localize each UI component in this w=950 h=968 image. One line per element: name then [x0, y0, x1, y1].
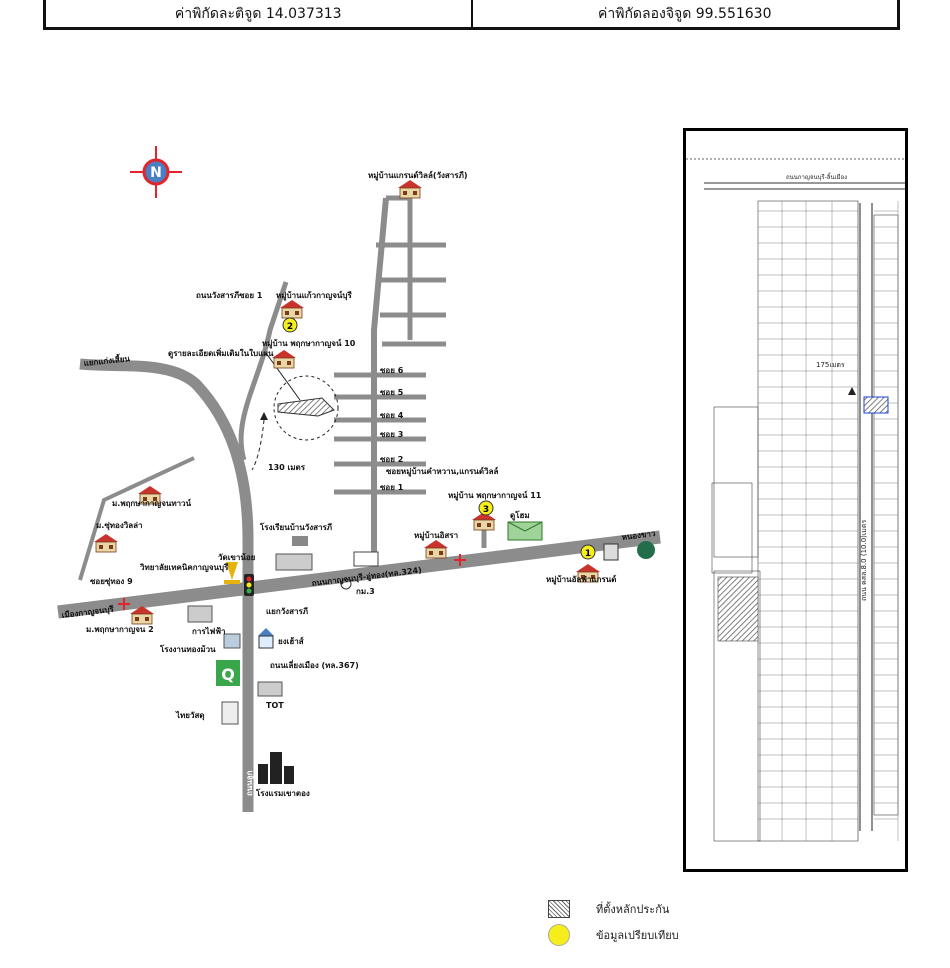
label-village-grand-ville: หมู่บ้านแกรนด์วิลล์(วังสารภี) — [368, 170, 468, 181]
label-factory-thongwon: โรงงานทองม้วน — [159, 644, 216, 654]
road-north-branch — [238, 281, 289, 461]
comparison-marker-3: 3 — [478, 500, 494, 516]
hatch-swatch-icon — [548, 900, 570, 918]
coordinates-table: ค่าพิกัดละติจูด 14.037313 ค่าพิกัดลองจิจ… — [43, 0, 900, 30]
label-soi-1: ซอย 1 — [380, 483, 404, 492]
map-legend: ที่ตั้งหลักประกัน ข้อมูลเปรียบเทียบ — [548, 896, 679, 948]
house-icon — [279, 299, 305, 319]
label-hotel-khaolong: โรงแรมเขาตอง — [255, 788, 310, 798]
subdivision-plan: ถนนกาญจนบุรี-ลิ้นเมือง ถนน คสล.8.0 (10.0… — [683, 128, 908, 872]
collateral-lot — [863, 396, 889, 414]
label-wat-khao-noi: วัดเขาน้อย — [218, 552, 256, 562]
house-icon — [93, 533, 119, 553]
label-village-kaew-kanchana: หมู่บ้านแก้วกาญจน์บุรี — [276, 290, 352, 301]
label-road-bypass: ถนนเลี่ยงเมือง (ทล.367) — [270, 659, 359, 670]
label-map-note: ดูรายละเอียดเพิ่มเติมในใบแผน — [168, 347, 274, 359]
label-village-isara: หมู่บ้านอิสรา — [414, 530, 458, 541]
label-village-pruksa-2: ม.พฤกษากาญจน 2 — [86, 625, 154, 635]
yong-house-icon — [258, 628, 274, 649]
label-thai-watsadu: ไทยวัสดุ — [175, 710, 205, 721]
label-village-pruksa-10: หมู่บ้าน พฤกษากาญจน์ 10 — [262, 338, 356, 349]
road-bypass-367 — [79, 358, 254, 812]
label-tot: TOT — [266, 701, 284, 710]
cross-marker-icon — [118, 554, 466, 610]
hatched-area — [717, 576, 759, 642]
label-yong-house: ยงเฮ้าส์ — [278, 636, 304, 646]
yellow-dot-icon — [548, 924, 570, 946]
roads — [57, 195, 661, 812]
label-village-sukhong: ม.ซุ่ทองวิลล่า — [96, 521, 143, 531]
label-village-pruksa-nirvana: ม.พฤกษากาญจนทาวน์ — [112, 498, 192, 509]
legend-comparison-label: ข้อมูลเปรียบเทียบ — [596, 929, 679, 942]
label-village-angel-grand: หมู่บ้านอัลฟ่าแกรนด์ — [546, 574, 616, 585]
dhuhome-icon — [507, 521, 543, 541]
thai-watsadu-icon — [221, 701, 239, 725]
plan-top-road-label: ถนนกาญจนบุรี-ลิ้นเมือง — [786, 171, 847, 181]
label-village-pruksa-11: หมู่บ้าน พฤกษากาญจน์ 11 — [448, 490, 542, 501]
latitude-cell: ค่าพิกัดละติจูด 14.037313 — [174, 5, 342, 22]
label-school-wangsarapee: โรงเรียนบ้านวังสารภี — [259, 522, 332, 532]
plan-distance-label: 175เมตร — [816, 361, 845, 369]
road-grandville-loop — [386, 195, 413, 340]
nong-khao-icon — [603, 541, 655, 561]
svg-text:Q: Q — [221, 665, 235, 684]
road-grandville — [371, 197, 389, 552]
label-intersection-wangsarapee: แยกวังสารภี — [266, 606, 308, 616]
legend-row-collateral: ที่ตั้งหลักประกัน — [548, 896, 679, 922]
svg-text:2: 2 — [287, 322, 293, 332]
compass-icon: N — [130, 146, 182, 198]
label-soi-4: ซอย 4 — [380, 411, 404, 420]
hotel-icon — [258, 752, 294, 784]
label-soi-sukhong-9: ซอยซุ่ทอง 9 — [90, 577, 133, 587]
label-km-marker: กม.3 — [356, 587, 375, 596]
label-soi-2: ซอย 2 — [380, 455, 403, 464]
road-sukhong — [78, 456, 195, 581]
comparison-marker-2: 2 — [282, 317, 298, 333]
house-icon — [397, 179, 423, 199]
compass-letter: N — [150, 165, 162, 181]
plan-main-road-label: ถนน คสล.8.0 (10.0)เมตร — [860, 520, 868, 601]
traffic-light-icon — [244, 574, 254, 596]
legend-collateral-label: ที่ตั้งหลักประกัน — [596, 903, 670, 916]
label-soi-5: ซอย 5 — [380, 388, 404, 397]
label-nong-khao: หนองขาว — [621, 529, 656, 542]
label-soi-3: ซอย 3 — [380, 430, 403, 439]
label-soi-6: ซอย 6 — [380, 366, 404, 375]
road-main-324 — [57, 530, 661, 619]
label-distance-130: 130 เมตร — [268, 463, 306, 472]
label-dhuhome: ดูโฮม — [510, 510, 530, 521]
temple-icon — [224, 562, 240, 584]
q-logo-icon: Q — [216, 660, 240, 686]
tot-building-icon — [257, 681, 283, 697]
comparison-marker-1: 1 — [580, 544, 596, 560]
factory-icon — [223, 633, 241, 649]
electricity-building-icon — [187, 605, 213, 623]
svg-text:1: 1 — [585, 549, 591, 559]
label-tech-college: วิทยาลัยเทคนิคกาญจนบุรี — [139, 562, 229, 573]
school-icon — [275, 536, 313, 571]
legend-row-comparison: ข้อมูลเปรียบเทียบ — [548, 922, 679, 948]
label-soi-village-kamwan: ซอยหมู่บ้านคำหวาน,แกรนด์วิลล์ — [386, 466, 498, 477]
house-icon — [271, 349, 297, 369]
longitude-cell: ค่าพิกัดลองจิจูด 99.551630 — [470, 0, 898, 27]
label-electricity: การไฟฟ้า — [192, 626, 225, 636]
svg-text:3: 3 — [483, 505, 489, 515]
label-soi-wangsarapee-1: ถนนวังสารภีซอย 1 — [196, 290, 263, 300]
house-icon — [423, 539, 449, 559]
label-vertical-road: ถนนลูก — [245, 770, 255, 796]
km-marker-icon — [340, 551, 379, 590]
